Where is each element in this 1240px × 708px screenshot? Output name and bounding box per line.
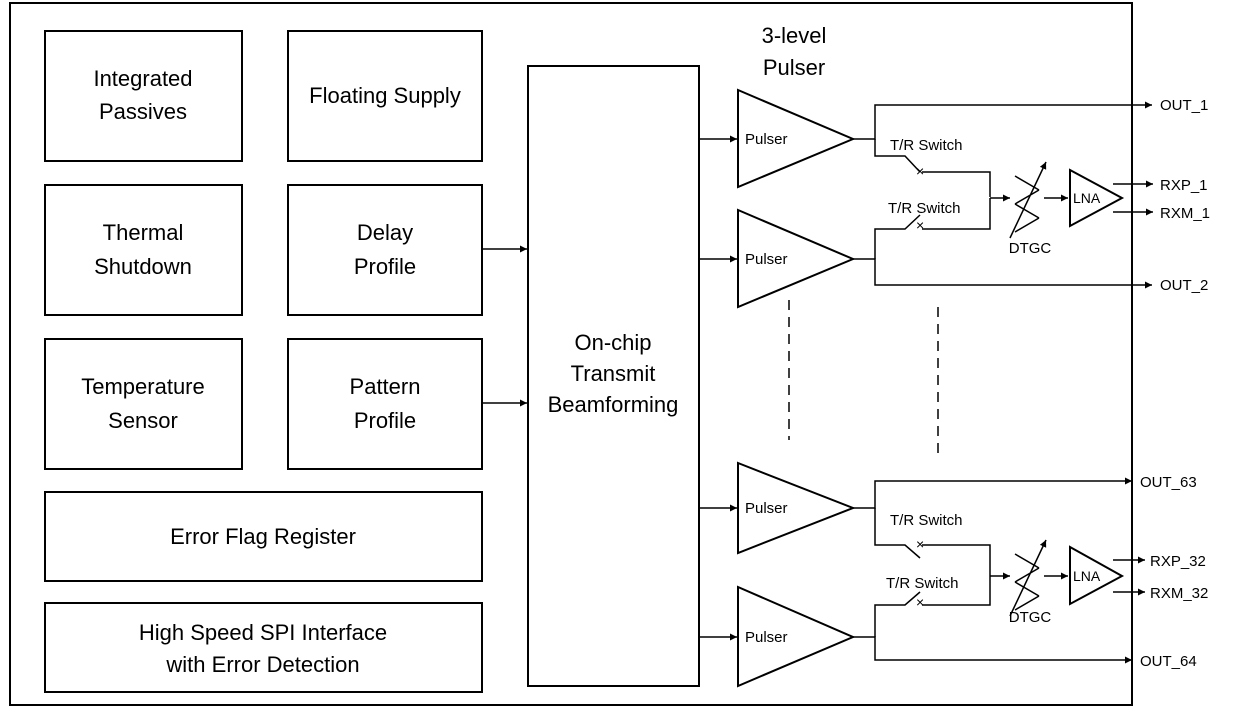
temperature-sensor-line-2: Sensor [108,408,178,433]
pulser-63-label: Pulser [745,500,788,517]
delay-profile-line-1: Delay [357,220,413,245]
lna-1-triangle [1069,168,1125,228]
tr-switch-4 [874,591,921,637]
pattern-profile-block: Pattern Profile [287,338,483,470]
out-1-line [853,101,1152,140]
beamforming-line-2: Transmit [571,361,656,386]
thermal-shutdown-line-2: Shutdown [94,254,192,279]
tr-switch-1 [874,139,921,173]
tr-switch-2-contact: × [916,217,924,233]
integrated-passives-line-2: Passives [99,99,187,124]
tr-switch-2-label: T/R Switch [888,200,961,217]
tr-switch-4-contact: × [916,594,924,610]
tr-switch-3 [874,508,921,559]
dtgc-2-label: DTGC [1009,609,1052,626]
integrated-passives-line-1: Integrated [93,66,192,91]
lna-1-label: LNA [1073,190,1101,206]
floating-supply-label: Floating Supply [309,83,461,108]
spi-interface-line-2: with Error Detection [165,652,359,677]
tr-switch-2 [874,214,921,259]
lna-2-label: LNA [1073,568,1101,584]
out-1-label: OUT_1 [1160,97,1208,114]
pulser-header-line-2: Pulser [763,55,825,80]
tr-switch-3-contact: × [916,536,924,552]
out-2-label: OUT_2 [1160,277,1208,294]
pulser-63-triangle [737,461,856,555]
pulser-2-label: Pulser [745,251,788,268]
thermal-shutdown-block: Thermal Shutdown [44,184,243,316]
tr-switch-3-out [922,544,991,576]
out-63-line [853,477,1132,509]
floating-supply-block: Floating Supply [287,30,483,162]
tr-switch-1-label: T/R Switch [890,137,963,154]
out-63-label: OUT_63 [1140,474,1197,491]
rxp-1-label: RXP_1 [1160,177,1208,194]
pulser-header-line-1: 3-level [762,23,827,48]
beamforming-line-3: Beamforming [548,392,679,417]
temperature-sensor-line-1: Temperature [81,374,205,399]
delay-profile-block: Delay Profile [287,184,483,316]
pattern-profile-line-2: Profile [354,408,416,433]
tr-switch-3-label: T/R Switch [890,512,963,529]
dtgc-1 [1009,161,1047,239]
pulser-1-label: Pulser [745,131,788,148]
temperature-sensor-block: Temperature Sensor [44,338,243,470]
out-64-line [853,636,1132,664]
tr-switch-1-out [922,171,991,197]
rxp-32-label: RXP_32 [1150,553,1206,570]
out-2-line [853,258,1152,289]
chip-border [9,2,1133,706]
out-64-label: OUT_64 [1140,653,1197,670]
dtgc-2 [1009,539,1047,617]
error-flag-register-block: Error Flag Register [44,491,483,582]
delay-profile-line-2: Profile [354,254,416,279]
pulser-64-triangle [737,585,856,688]
tr-switch-4-out [922,576,991,606]
tr-switch-4-label: T/R Switch [886,575,959,592]
dtgc-1-label: DTGC [1009,240,1052,257]
pulser-2-triangle [737,208,856,309]
spi-interface-block: High Speed SPI Interface with Error Dete… [44,602,483,693]
pattern-profile-line-1: Pattern [350,374,421,399]
pulser-64-label: Pulser [745,629,788,646]
lna-2-triangle [1069,545,1125,606]
rxm-1-label: RXM_1 [1160,205,1210,222]
spi-interface-line-1: High Speed SPI Interface [139,620,387,645]
pulser-1-triangle [737,88,856,189]
beamforming-line-1: On-chip [574,330,651,355]
thermal-shutdown-line-1: Thermal [103,220,184,245]
error-flag-register-label: Error Flag Register [170,524,356,549]
integrated-passives-block: Integrated Passives [44,30,243,162]
tr-switch-2-out [922,198,991,230]
tr-switch-1-contact: × [916,163,924,179]
rxm-32-label: RXM_32 [1150,585,1208,602]
beamforming-block: On-chip Transmit Beamforming [527,65,700,687]
